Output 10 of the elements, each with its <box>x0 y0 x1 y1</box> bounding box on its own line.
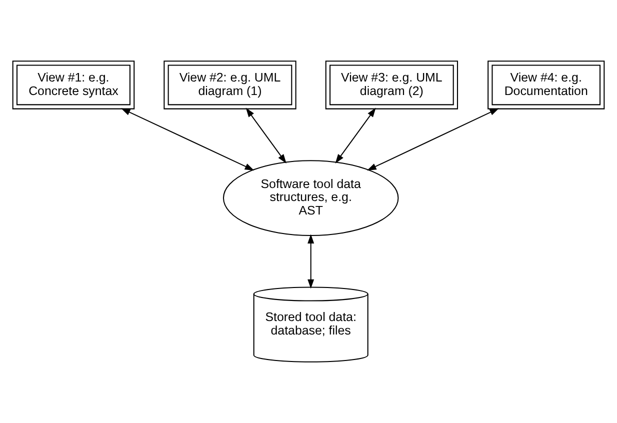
arrow <box>308 234 314 289</box>
arrow <box>366 108 500 171</box>
arrow <box>120 108 254 171</box>
node-ellipse: Software tool data structures, e.g. AST <box>222 160 399 236</box>
node-box: View #2: e.g. UML diagram (1) <box>164 60 296 110</box>
arrow <box>335 108 376 164</box>
node-box: View #3: e.g. UML diagram (2) <box>325 60 458 110</box>
arrow <box>246 108 286 164</box>
node-box: View #4: e.g. Documentation <box>488 60 605 110</box>
node-box: View #1: e.g. Concrete syntax <box>12 60 135 110</box>
